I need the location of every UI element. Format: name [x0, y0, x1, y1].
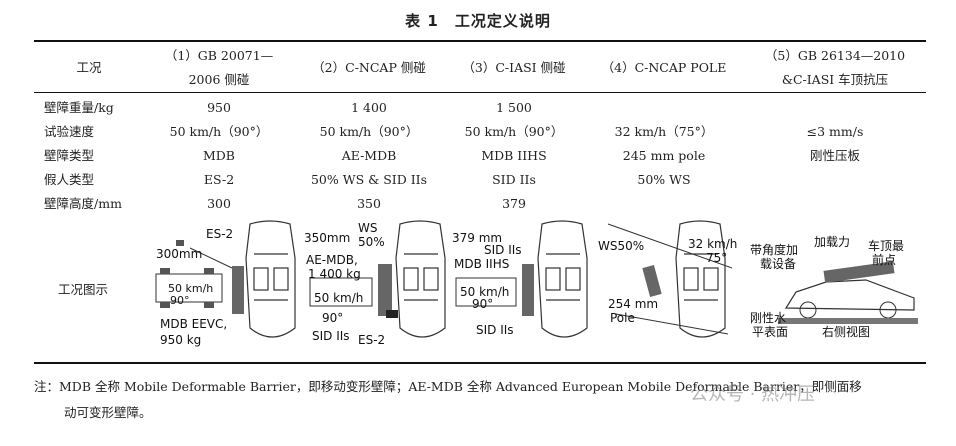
cell: 50% WS & SID IIs [310, 172, 428, 187]
fig1-weight: 950 kg [160, 333, 201, 347]
fig2-speed: 50 km/h [314, 291, 363, 305]
figure-gb20071-side-impact: ES-2 300mm 50 km/h 90° MDB EEVC, 950 kg [155, 220, 296, 347]
header-rule [34, 92, 926, 93]
fig2-angle: 90° [322, 311, 343, 325]
cell: SID IIs [492, 172, 536, 187]
figure-ciasi-side-impact: 379 mm SID IIs MDB IIHS 50 km/h 90° SID … [452, 220, 588, 338]
fig3-mdb: MDB IIHS [454, 257, 509, 271]
header-col5-line1: （5）GB 26134—2010 [764, 48, 906, 63]
cell: MDB [202, 148, 235, 163]
table-note: 注：MDB 全称 Mobile Deformable Barrier，即移动变形… [34, 374, 924, 426]
figure-cncap-pole: WS50% 32 km/h 75° 254 mm Pole [598, 220, 737, 338]
fig1-angle: 90° [170, 294, 190, 307]
fig3-angle: 90° [472, 297, 493, 311]
fig4-254mm: 254 mm [608, 297, 658, 311]
cell: ≤3 mm/s [806, 124, 864, 139]
fig3-speed: 50 km/h [460, 285, 509, 299]
cell: MDB IIHS [481, 148, 547, 163]
cell: 50 km/h（90°） [319, 124, 419, 139]
figure-row-label: 工况图示 [58, 282, 109, 297]
fig5-angle-device-1: 带角度加 [750, 242, 798, 257]
cell: 刚性压板 [809, 148, 860, 163]
header-col4: （4）C-NCAP POLE [601, 60, 727, 75]
fig2-sid: SID IIs [312, 329, 350, 343]
cell: 50% WS [637, 172, 691, 187]
watermark: 公众号 · 热冲压 [690, 384, 816, 405]
figure-roof-crush: 带角度加 载设备 加载力 车顶最 前点 刚性水 平表面 右侧视图 [750, 235, 918, 339]
top-rule [34, 40, 926, 42]
fig3-379mm: 379 mm [452, 231, 502, 245]
fig1-mdb: MDB EEVC, [160, 317, 227, 331]
fig5-roof-front-1: 车顶最 [868, 238, 904, 253]
fig5-right-view: 右侧视图 [822, 324, 870, 339]
fig2-weight: 1 400 kg [308, 267, 361, 281]
bottom-rule [34, 362, 926, 364]
fig1-es2: ES-2 [206, 227, 233, 241]
cell: 300 [207, 196, 231, 211]
fig5-load-force: 加载力 [814, 235, 850, 249]
header-col5-line2: &C-IASI 车顶抗压 [781, 72, 889, 87]
cell: 950 [207, 100, 231, 115]
fig5-rigid-surface-1: 刚性水 [750, 311, 786, 325]
header-col2: （2）C-NCAP 侧碰 [312, 60, 426, 75]
cell: 32 km/h（75°） [614, 124, 714, 139]
row-label: 壁障类型 [44, 148, 95, 163]
header-col3: （3）C-IASI 侧碰 [462, 60, 566, 75]
header-col1-line1: （1）GB 20071— [164, 48, 274, 63]
fig5-angle-device-2: 载设备 [760, 257, 796, 271]
row-label: 试验速度 [44, 124, 95, 139]
row-label: 壁障重量/kg [44, 100, 114, 115]
fig2-50pct: 50% [358, 235, 385, 249]
fig1-300mm: 300mm [156, 247, 202, 261]
cell: 245 mm pole [622, 148, 706, 163]
cell: 350 [357, 196, 381, 211]
cell: 50 km/h（90°） [169, 124, 269, 139]
figure-cncap-side-impact: 350mm WS 50% AE-MDB, 1 400 kg 50 km/h 90… [304, 220, 446, 347]
cell: 379 [502, 196, 526, 211]
fig1-speed: 50 km/h [168, 282, 213, 295]
fig2-ws: WS [358, 221, 377, 235]
fig2-aemdb: AE-MDB, [306, 253, 358, 267]
fig4-pole: Pole [610, 311, 635, 325]
row-label: 壁障高度/mm [44, 196, 122, 211]
header-col1-line2: 2006 侧碰 [188, 72, 250, 87]
cell: AE-MDB [341, 148, 397, 163]
cell: 1 400 [351, 100, 387, 115]
cell: 1 500 [496, 100, 532, 115]
fig4-angle: 75° [706, 251, 727, 265]
note-line-1: 注：MDB 全称 Mobile Deformable Barrier，即移动变形… [34, 379, 862, 394]
fig4-ws50: WS50% [598, 239, 644, 253]
fig4-speed: 32 km/h [688, 237, 737, 251]
header-col0: 工况 [76, 60, 102, 75]
cell: ES-2 [203, 172, 235, 187]
fig5-roof-front-2: 前点 [872, 252, 896, 267]
fig2-350mm: 350mm [304, 231, 350, 245]
row-label: 假人类型 [44, 172, 95, 187]
fig3-sid-bottom: SID IIs [476, 323, 514, 337]
table-title: 表 1 工况定义说明 [405, 12, 551, 30]
fig3-sid-top: SID IIs [484, 243, 522, 257]
fig2-es2: ES-2 [358, 333, 385, 347]
fig5-rigid-surface-2: 平表面 [752, 325, 788, 339]
note-line-2: 动可变形壁障。 [64, 405, 152, 420]
cell: 50 km/h（90°） [464, 124, 564, 139]
